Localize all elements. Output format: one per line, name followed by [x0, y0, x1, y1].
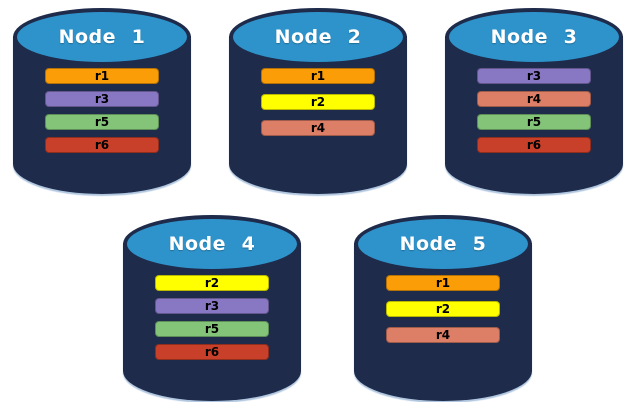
replica-label: r1 — [310, 69, 326, 83]
replica-label: r1 — [435, 276, 451, 290]
node-row-top: r1 r3 r5 r6 Node 1 r1 r2 r4 Node 2 r3 r4 r5 r6 N… — [13, 8, 623, 194]
replica-label: r4 — [310, 121, 326, 135]
replica-label: r2 — [204, 276, 220, 290]
replica-label: r3 — [204, 299, 220, 313]
replica-label: r2 — [435, 302, 451, 316]
replica-bar: r4 — [477, 91, 591, 107]
replica-label: r1 — [94, 69, 110, 83]
replica-bar: r4 — [261, 120, 375, 136]
replica-bar: r2 — [386, 301, 500, 317]
replica-label: r2 — [310, 95, 326, 109]
cylinder-top: Node 3 — [445, 8, 623, 66]
node-label: Node 2 — [274, 26, 362, 48]
replica-list: r1 r2 r4 — [229, 68, 407, 136]
replica-list: r2 r3 r5 r6 — [123, 275, 301, 360]
replica-label: r6 — [94, 138, 110, 152]
cylinder-top: Node 1 — [13, 8, 191, 66]
cylinder-top: Node 4 — [123, 215, 301, 273]
replica-bar: r1 — [45, 68, 159, 84]
replica-bar: r3 — [155, 298, 269, 314]
replica-label: r6 — [526, 138, 542, 152]
node-label: Node 4 — [168, 233, 256, 255]
replica-list: r1 r2 r4 — [354, 275, 532, 343]
replica-bar: r6 — [45, 137, 159, 153]
replica-bar: r6 — [155, 344, 269, 360]
replica-bar: r5 — [155, 321, 269, 337]
replica-label: r4 — [526, 92, 542, 106]
replica-label: r5 — [204, 322, 220, 336]
node-label: Node 1 — [58, 26, 146, 48]
replica-bar: r6 — [477, 137, 591, 153]
replica-label: r3 — [94, 92, 110, 106]
replica-bar: r2 — [261, 94, 375, 110]
replica-label: r4 — [435, 328, 451, 342]
replica-bar: r3 — [45, 91, 159, 107]
node-row-bottom: r2 r3 r5 r6 Node 4 r1 r2 r4 Node 5 — [123, 215, 532, 401]
database-node: r1 r3 r5 r6 Node 1 — [13, 8, 191, 194]
replica-list: r3 r4 r5 r6 — [445, 68, 623, 153]
database-node: r1 r2 r4 Node 2 — [229, 8, 407, 194]
replica-bar: r2 — [155, 275, 269, 291]
database-node: r1 r2 r4 Node 5 — [354, 215, 532, 401]
replica-bar: r1 — [261, 68, 375, 84]
replica-bar: r4 — [386, 327, 500, 343]
replica-label: r5 — [94, 115, 110, 129]
database-node: r2 r3 r5 r6 Node 4 — [123, 215, 301, 401]
replica-label: r6 — [204, 345, 220, 359]
replica-bar: r5 — [477, 114, 591, 130]
replica-list: r1 r3 r5 r6 — [13, 68, 191, 153]
cylinder-top: Node 2 — [229, 8, 407, 66]
replica-bar: r3 — [477, 68, 591, 84]
replica-bar: r5 — [45, 114, 159, 130]
replica-label: r5 — [526, 115, 542, 129]
database-node: r3 r4 r5 r6 Node 3 — [445, 8, 623, 194]
cylinder-top: Node 5 — [354, 215, 532, 273]
replica-label: r3 — [526, 69, 542, 83]
node-label: Node 5 — [399, 233, 487, 255]
replica-bar: r1 — [386, 275, 500, 291]
node-label: Node 3 — [490, 26, 578, 48]
